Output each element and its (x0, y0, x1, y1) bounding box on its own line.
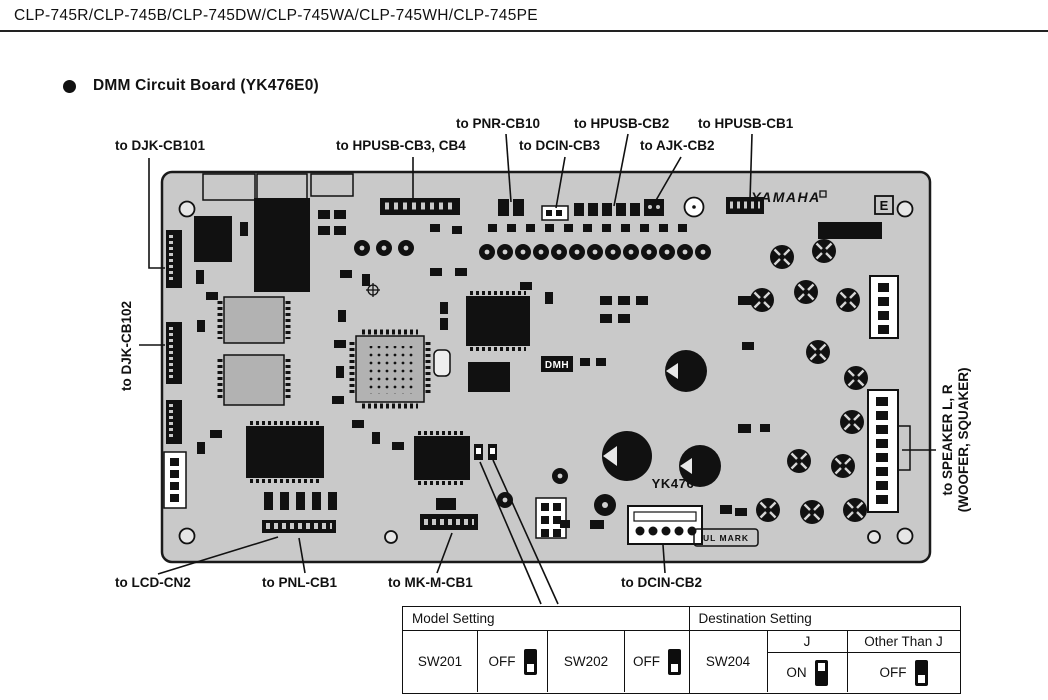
label-to-djk-cb101: to DJK-CB101 (115, 138, 206, 153)
leader-lines (139, 133, 936, 605)
label-to-hpusb-cb2: to HPUSB-CB2 (574, 116, 670, 131)
dmh-label: DMH (545, 360, 569, 371)
hole-center-dot (692, 205, 696, 209)
board-model-number: YK476 (652, 476, 695, 491)
label-to-ajk-cb2: to AJK-CB2 (640, 138, 715, 153)
label-to-speaker-line2: (WOOFER, SQUAKER) (956, 367, 971, 513)
sw201-state: OFF (488, 654, 516, 669)
column-j-header: J (768, 631, 848, 652)
label-to-pnr-cb10: to PNR-CB10 (456, 116, 541, 131)
board-ics (194, 198, 530, 485)
large-capacitors (602, 350, 721, 487)
e-mark-box (874, 195, 894, 215)
sw204-other-state: OFF (879, 665, 907, 680)
sw204-other-value-cell: OFF (848, 653, 960, 692)
dip-knob (917, 674, 925, 683)
board-dip-switches (474, 444, 497, 460)
leader-dcin-cb3 (555, 156, 566, 209)
fiducial-mark (366, 283, 380, 297)
leader-dcin-cb2 (662, 544, 666, 574)
bottom-connectors (262, 492, 703, 545)
column-other-than-j-header: Other Than J (864, 634, 943, 649)
dip-knob (817, 662, 825, 671)
left-connectors (163, 230, 187, 509)
label-to-speaker: to SPEAKER L, R (WOOFER, SQUAKER) (940, 362, 972, 518)
model-setting-table: Model Setting SW201 OFF SW202 OFF (402, 606, 690, 694)
leader-hpusb-cb1 (749, 133, 753, 201)
label-to-mk-m-cb1: to MK-M-CB1 (388, 575, 473, 590)
sw204-label: SW204 (690, 631, 768, 692)
label-to-hpusb-cb1: to HPUSB-CB1 (698, 116, 794, 131)
sw201-value-cell: OFF (478, 631, 548, 692)
leader-lcd-cn2 (157, 536, 279, 575)
dip-knob (671, 663, 678, 672)
sw204-j-state: ON (786, 665, 807, 680)
sw202-label: SW202 (548, 631, 625, 692)
leader-pnr-cb10 (505, 133, 512, 203)
section-heading: DMM Circuit Board (YK476E0) (63, 77, 319, 95)
section-title: DMM Circuit Board (YK476E0) (93, 77, 319, 94)
board-small-components (196, 210, 770, 529)
dmh-box (541, 356, 573, 372)
dip-switch-sw204-j (814, 659, 828, 686)
bullet-icon (63, 79, 76, 93)
sw202-value-cell: OFF (625, 631, 689, 692)
leader-mk-m-cb1 (436, 532, 453, 574)
leader-djk-cb101 (148, 158, 165, 269)
dip-switch-sw201 (523, 648, 537, 675)
label-to-djk-cb102: to DJK-CB102 (119, 300, 135, 391)
capacitor-row (354, 240, 711, 516)
ul-mark-box (693, 528, 759, 547)
leader-pnl-cb1 (298, 537, 306, 574)
dip-switch-sw204-other (914, 659, 928, 686)
trademark-icon (819, 190, 827, 198)
header-divider (0, 30, 1048, 32)
label-to-dcin-cb2: to DCIN-CB2 (621, 575, 702, 590)
dip-knob (526, 663, 534, 672)
e-mark: E (880, 198, 889, 213)
leader-sw202-table (492, 459, 559, 605)
settings-tables: Model Setting SW201 OFF SW202 OFF Destin… (402, 606, 961, 694)
destination-setting-table: Destination Setting SW204 J Other Than J… (688, 606, 961, 694)
model-setting-title: Model Setting (403, 607, 689, 631)
label-to-hpusb-cb3-cb4: to HPUSB-CB3, CB4 (336, 138, 466, 153)
sw202-state: OFF (633, 654, 660, 669)
label-to-lcd-cn2: to LCD-CN2 (115, 575, 191, 590)
crystal (433, 349, 451, 377)
top-connectors (380, 197, 882, 239)
sw204-j-value-cell: ON (768, 653, 848, 692)
sw201-label: SW201 (403, 631, 478, 692)
model-list-header: CLP-745R/CLP-745B/CLP-745DW/CLP-745WA/CL… (14, 7, 538, 24)
dip-switch-sw202 (668, 648, 681, 675)
leader-sw201-table (479, 461, 542, 605)
silkscreen-text: YAMAHA E DMH YK476 UL MARK (541, 189, 894, 547)
ul-mark-label: UL MARK (703, 533, 749, 543)
right-connectors (867, 275, 911, 513)
label-to-dcin-cb3: to DCIN-CB3 (519, 138, 600, 153)
leader-hpusb-cb2 (613, 133, 629, 207)
leader-ajk-cb2 (654, 156, 682, 203)
label-to-pnl-cb1: to PNL-CB1 (262, 575, 337, 590)
destination-setting-title: Destination Setting (689, 607, 960, 631)
label-to-speaker-line1: to SPEAKER L, R (940, 384, 956, 496)
yamaha-logo: YAMAHA (751, 189, 820, 205)
